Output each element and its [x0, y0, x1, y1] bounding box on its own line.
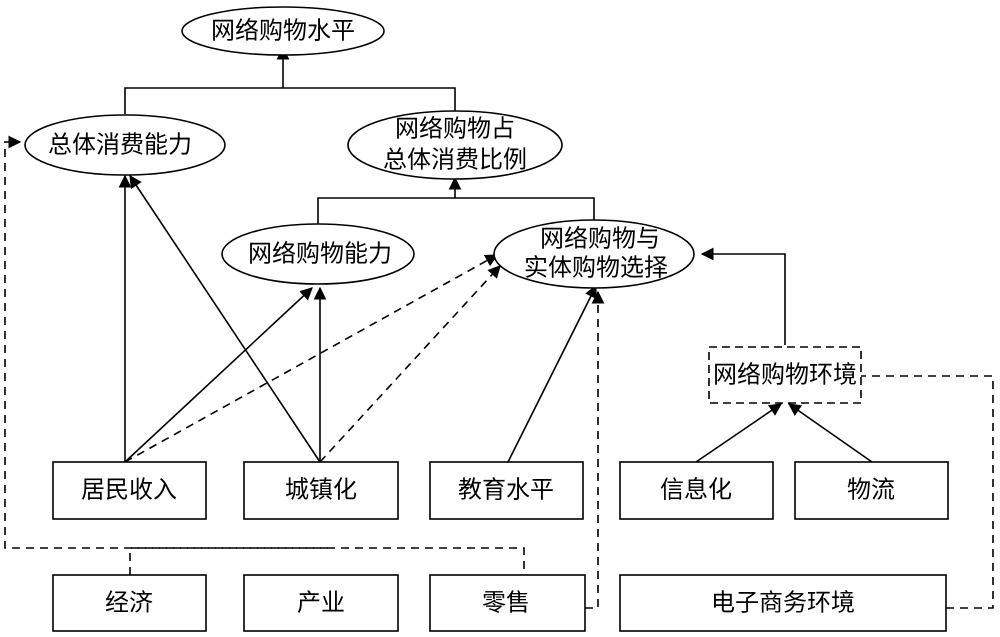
node-online-capacity: 网络购物能力: [221, 223, 415, 285]
dashed-edges: [4, 135, 994, 609]
node-share: 网络购物占 总体消费比例: [347, 110, 563, 180]
node-education: 教育水平: [429, 461, 584, 520]
edge-urban-to-total: [129, 174, 321, 463]
node-total-capacity: 总体消费能力: [24, 114, 226, 176]
node-logistics-label: 物流: [847, 476, 895, 504]
solid-edges: [118, 46, 873, 463]
node-choice-label-line1: 网络购物与: [540, 225, 660, 253]
edge-environment-to-choice: [700, 247, 786, 345]
edge-logistics-to-environment: [787, 403, 873, 463]
node-ecommerce-env: 电子商务环境: [619, 574, 947, 632]
node-total-capacity-label: 总体消费能力: [48, 131, 192, 159]
node-retail: 零售: [429, 574, 586, 632]
node-share-label-line2: 总体消费比例: [383, 146, 527, 174]
node-retail-label: 零售: [482, 589, 530, 617]
edge-info-to-environment: [695, 403, 783, 463]
edge-income-to-choice-dashed: [124, 254, 499, 463]
node-economy: 经济: [52, 574, 207, 632]
node-logistics: 物流: [794, 461, 949, 520]
edge-urban-to-choice-dashed: [319, 265, 501, 463]
node-economy-label: 经济: [105, 589, 153, 617]
node-environment: 网络购物环境: [708, 346, 862, 404]
node-education-label: 教育水平: [458, 476, 554, 504]
node-informatization-label: 信息化: [660, 476, 732, 504]
node-ecommerce-env-label: 电子商务环境: [711, 589, 855, 617]
edge-bracket-to-total-loop: [4, 135, 328, 549]
node-choice: 网络购物与 实体购物选择: [493, 219, 695, 289]
node-top-label: 网络购物水平: [211, 17, 355, 45]
node-top: 网络购物水平: [181, 6, 385, 56]
node-income-label: 居民收入: [81, 476, 177, 504]
edge-bracket-to-share: [317, 197, 595, 225]
edge-lower-bracket-to-total: [129, 547, 525, 575]
node-income: 居民收入: [52, 461, 207, 520]
node-online-capacity-label: 网络购物能力: [248, 240, 392, 268]
node-informatization: 信息化: [619, 461, 774, 520]
edge-income-to-online: [124, 287, 313, 463]
edge-education-to-choice: [507, 284, 597, 463]
node-choice-label-line2: 实体购物选择: [524, 254, 668, 282]
node-urbanization-label: 城镇化: [285, 476, 357, 504]
node-industry-label: 产业: [297, 589, 345, 617]
node-environment-label: 网络购物环境: [713, 361, 857, 389]
node-industry: 产业: [243, 574, 399, 632]
node-urbanization: 城镇化: [243, 461, 399, 520]
edge-bracket-to-top: [124, 87, 456, 114]
edge-retail-to-choice: [585, 290, 605, 609]
node-share-label-line1: 网络购物占: [395, 115, 515, 143]
